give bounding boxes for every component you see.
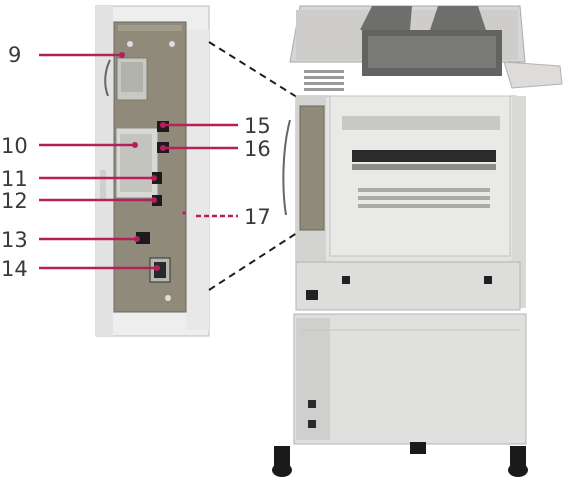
callout-14: 14	[1, 257, 28, 281]
port-14-connector	[149, 257, 171, 283]
casters	[272, 442, 528, 477]
callout-9: 9	[8, 43, 21, 67]
callout-labels: 9 10 11 12 13 14 15 16 17	[1, 43, 271, 281]
zoom-guide-lines	[208, 41, 304, 291]
memory-module	[116, 57, 148, 101]
leader-lines	[39, 53, 238, 270]
top-vents	[304, 70, 344, 91]
callout-10: 10	[1, 134, 28, 158]
printer-formatter-slot	[299, 105, 325, 231]
formatter-inset	[95, 5, 210, 337]
printer-illustration	[272, 5, 563, 477]
callout-16: 16	[244, 137, 271, 161]
rear-door	[329, 95, 511, 257]
callout-12: 12	[1, 189, 28, 213]
inset-cable	[104, 59, 111, 97]
power-connector	[306, 290, 318, 300]
hard-disk-module	[115, 127, 159, 199]
callout-13: 13	[1, 228, 28, 252]
cabinet-stand	[293, 313, 527, 445]
port-12-connector	[152, 195, 162, 206]
callout-15: 15	[244, 114, 271, 138]
callout-17: 17	[244, 205, 271, 229]
callout-11: 11	[1, 167, 28, 191]
port-13-connector	[136, 232, 150, 244]
leader-dots	[119, 52, 166, 271]
output-tray	[360, 6, 502, 76]
